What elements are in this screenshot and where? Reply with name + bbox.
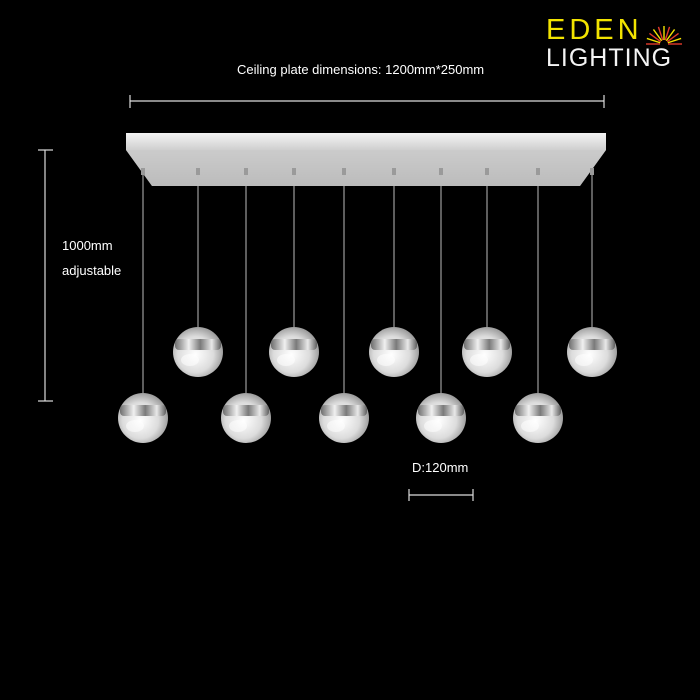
chrome-band <box>418 405 464 416</box>
glass-globe <box>513 393 563 443</box>
wire-grip <box>342 168 346 175</box>
sunburst-ray <box>657 26 664 41</box>
glass-highlight <box>229 420 247 432</box>
glass-highlight <box>470 354 488 366</box>
drop-height-dimension-line <box>38 149 53 402</box>
glass-globe <box>369 327 419 377</box>
glass-globe <box>118 393 168 443</box>
brand-word-eden: EDEN <box>546 14 643 46</box>
suspension-wires <box>141 168 594 393</box>
sunburst-ray <box>664 26 671 41</box>
glass-highlight <box>575 354 593 366</box>
wire-grip <box>392 168 396 175</box>
wire-grip <box>244 168 248 175</box>
drop-height-value: 1000mm <box>62 238 113 253</box>
pendant-globe <box>118 393 168 443</box>
pendant-globe <box>513 393 563 443</box>
glass-highlight <box>181 354 199 366</box>
glass-highlight <box>327 420 345 432</box>
drop-height-note: adjustable <box>62 263 122 278</box>
wire-grip <box>485 168 489 175</box>
globe-diameter-dimension-line <box>408 489 474 501</box>
plate-width-dimension-line <box>129 95 605 108</box>
glass-globe <box>462 327 512 377</box>
pendant-globe <box>319 393 369 443</box>
glass-globe <box>221 393 271 443</box>
pendant-globe <box>369 327 419 377</box>
glass-highlight <box>377 354 395 366</box>
glass-globe <box>173 327 223 377</box>
pendant-globe <box>173 327 223 377</box>
wire-grip <box>439 168 443 175</box>
glass-globe <box>319 393 369 443</box>
glass-highlight <box>521 420 539 432</box>
brand-logo: EDEN LIGHTING <box>546 14 686 74</box>
pendant-globe <box>416 393 466 443</box>
brand-word-lighting: LIGHTING <box>546 44 673 72</box>
glass-globe <box>269 327 319 377</box>
sunburst-icon <box>646 26 682 45</box>
wire-grip <box>292 168 296 175</box>
chrome-band <box>175 339 221 350</box>
pendant-globe <box>567 327 617 377</box>
sunburst-ray <box>666 32 679 43</box>
pendant-globe <box>221 393 271 443</box>
pendant-globes <box>118 327 617 443</box>
chrome-band <box>321 405 367 416</box>
wire-grip <box>196 168 200 175</box>
wire-grip <box>141 168 145 175</box>
chrome-band <box>569 339 615 350</box>
sunburst-ray <box>652 29 663 42</box>
glass-highlight <box>277 354 295 366</box>
wire-grip <box>536 168 540 175</box>
chrome-band <box>223 405 269 416</box>
sunburst-ray <box>646 37 661 44</box>
chrome-band <box>464 339 510 350</box>
chrome-band <box>371 339 417 350</box>
sunburst-ray <box>649 32 662 43</box>
plate-dimensions-caption: Ceiling plate dimensions: 1200mm*250mm <box>237 62 485 77</box>
wire-grip <box>590 168 594 175</box>
sunburst-ray <box>667 37 682 44</box>
glass-globe <box>416 393 466 443</box>
sunburst-ray <box>665 29 676 42</box>
globe-diameter-caption: D:120mm <box>412 460 469 475</box>
glass-globe <box>567 327 617 377</box>
glass-highlight <box>424 420 442 432</box>
chrome-band <box>120 405 166 416</box>
pendant-globe <box>462 327 512 377</box>
pendant-globe <box>269 327 319 377</box>
glass-highlight <box>126 420 144 432</box>
chrome-band <box>271 339 317 350</box>
chrome-band <box>515 405 561 416</box>
